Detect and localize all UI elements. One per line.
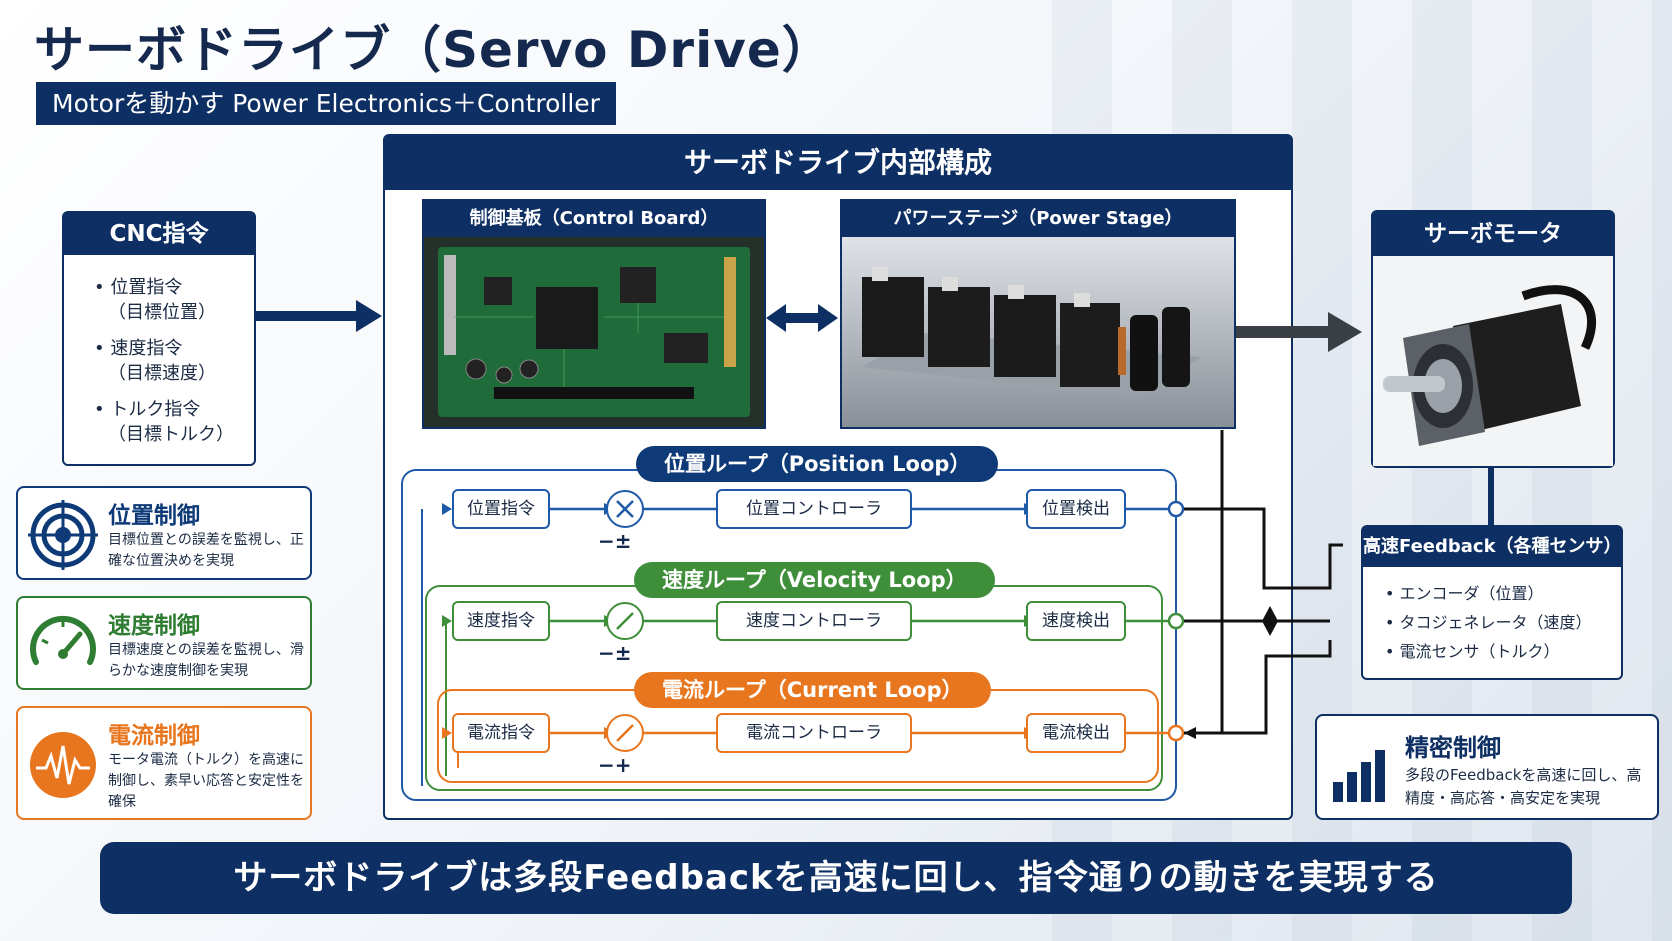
- current-control-card: 電流制御 モータ電流（トルク）を高速に制御し、素早い応答と安定性を確保: [16, 706, 312, 820]
- power-stage-header: パワーステージ（Power Stage）: [842, 201, 1234, 237]
- cnc-command-panel: CNC指令 位置指令（目標位置） 速度指令（目標速度） トルク指令（目標トルク）: [62, 211, 256, 466]
- velocity-return-arrow: [442, 615, 452, 627]
- position-loop-border: [401, 469, 1177, 801]
- control-board-header: 制御基板（Control Board）: [424, 201, 764, 237]
- cnc-item: 位置指令（目標位置）: [94, 275, 254, 325]
- feedback-sensors-panel: 高速Feedback（各種センサ） エンコーダ（位置） タコジェネレータ（速度）…: [1361, 525, 1623, 680]
- current-sum-arrow: [716, 727, 728, 739]
- servo-motor-panel: サーボモータ: [1371, 210, 1615, 468]
- feedback-item: タコジェネレータ（速度）: [1385, 608, 1621, 637]
- cnc-to-drive-arrow: [256, 300, 382, 332]
- precision-control-desc: 多段のFeedbackを高速に回し、高精度・高応答・高安定を実現: [1405, 766, 1642, 807]
- cnc-item: トルク指令（目標トルク）: [94, 397, 254, 447]
- feedback-item: エンコーダ（位置）: [1385, 579, 1621, 608]
- velocity-tap-point: [1167, 612, 1185, 630]
- power-module-image: [842, 237, 1234, 427]
- servo-motor-image: [1373, 256, 1613, 466]
- drive-to-motor-arrow: [1236, 312, 1362, 352]
- current-ctrl-arrow: [1024, 727, 1036, 739]
- position-ctrl-arrow: [1024, 503, 1036, 515]
- current-feedback-wire: [1222, 640, 1332, 735]
- precision-control-card: 精密制御 多段のFeedbackを高速に回し、高精度・高応答・高安定を実現: [1315, 714, 1659, 820]
- position-sum-arrow: [716, 503, 728, 515]
- velocity-sum-arrow: [716, 615, 728, 627]
- bar-chart-icon: [1333, 750, 1385, 802]
- power-stage-card: パワーステージ（Power Stage）: [840, 199, 1236, 429]
- speedometer-icon: [30, 616, 96, 665]
- current-loop-border: [437, 689, 1159, 783]
- servo-motor-header: サーボモータ: [1373, 212, 1613, 256]
- circuit-board-image: [424, 237, 764, 427]
- current-return-arrow: [442, 727, 452, 739]
- feedback-header: 高速Feedback（各種センサ）: [1363, 527, 1622, 567]
- velocity-cmd-arrow: [604, 615, 616, 627]
- page-title: サーボドライブ（Servo Drive）: [34, 21, 833, 79]
- control-board-card: 制御基板（Control Board）: [422, 199, 766, 429]
- position-cmd-arrow: [604, 503, 616, 515]
- current-feedback-arrow: [1184, 727, 1196, 739]
- cnc-header: CNC指令: [64, 213, 254, 255]
- cnc-item: 速度指令（目標速度）: [94, 336, 254, 386]
- velocity-control-title: 速度制御: [108, 613, 200, 639]
- feedback-item: 電流センサ（トルク）: [1385, 637, 1621, 666]
- power-stage-current-wire: [1184, 430, 1224, 735]
- position-tap-point: [1167, 500, 1185, 518]
- current-control-title: 電流制御: [108, 723, 200, 749]
- velocity-control-card: 速度制御 目標速度との誤差を監視し、滑らかな速度制御を実現: [16, 596, 312, 690]
- velocity-loop-border: [425, 585, 1163, 791]
- position-control-card: 位置制御 目標位置との誤差を監視し、正確な位置決めを実現: [16, 486, 312, 580]
- position-control-desc: 目標位置との誤差を監視し、正確な位置決めを実現: [108, 532, 304, 569]
- current-control-desc: モータ電流（トルク）を高速に制御し、素早い応答と安定性を確保: [108, 752, 304, 810]
- velocity-ctrl-arrow: [1024, 615, 1036, 627]
- position-control-title: 位置制御: [108, 503, 200, 529]
- summary-banner: サーボドライブは多段Feedbackを高速に回し、指令通りの動きを実現する: [100, 842, 1572, 914]
- current-tap-point: [1167, 724, 1185, 742]
- page-subtitle: Motorを動かす Power Electronics＋Controller: [36, 82, 616, 125]
- wire-junction-diamond: [1262, 606, 1278, 636]
- motor-feedback-connector: [1488, 468, 1494, 525]
- waveform-icon: [30, 732, 96, 798]
- position-feedback-wire: [1184, 507, 1343, 590]
- current-cmd-arrow: [604, 727, 616, 739]
- board-power-bidirectional-arrow: [766, 304, 838, 332]
- target-icon: [28, 500, 98, 570]
- feedback-loops-diagram: [401, 430, 1343, 801]
- velocity-control-desc: 目標速度との誤差を監視し、滑らかな速度制御を実現: [108, 642, 304, 679]
- drive-internal-header: サーボドライブ内部構成: [385, 136, 1291, 190]
- precision-control-title: 精密制御: [1405, 734, 1501, 762]
- position-return-arrow: [442, 503, 452, 515]
